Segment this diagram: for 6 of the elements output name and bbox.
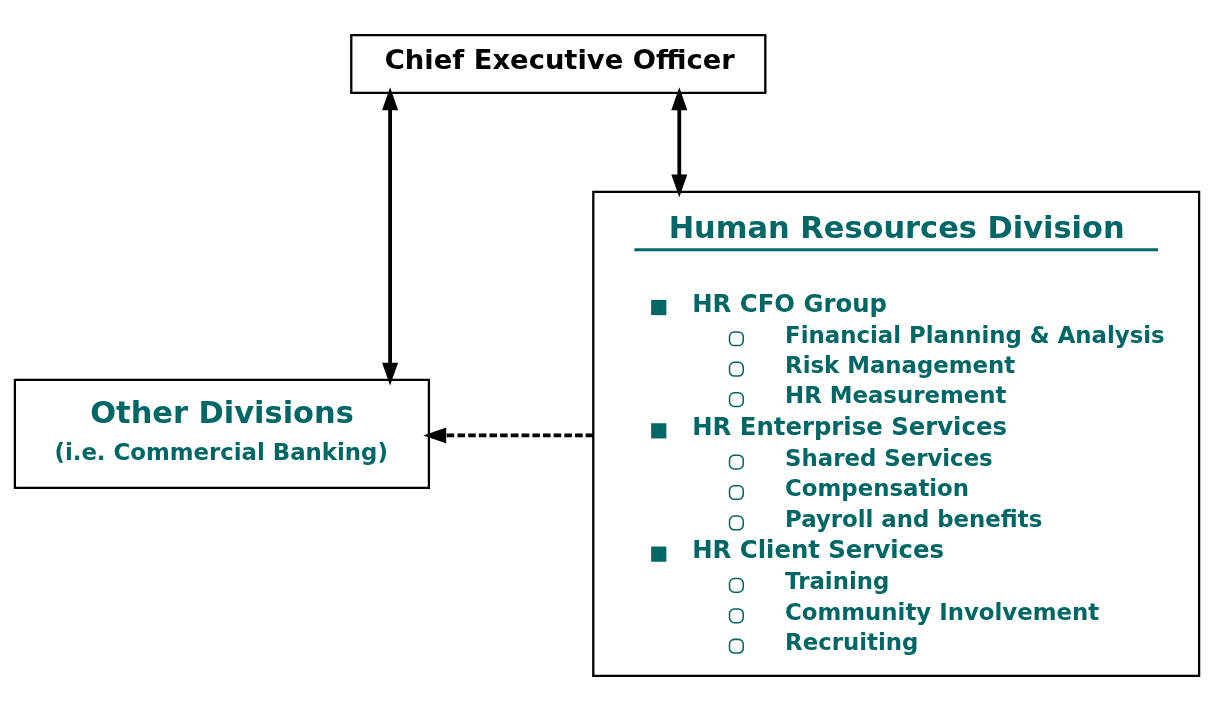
node-box: Chief Executive Officer xyxy=(350,33,767,94)
arrow xyxy=(671,86,688,197)
node-box: Other Divisions (i.e. Commercial Banking) xyxy=(13,378,431,489)
arrow xyxy=(382,86,399,386)
node-box: Human Resources Division HR CFO Group Financial Planning & Analysis Risk Management HR Measurement HR Enterprise Services Shared Services Compensation Payroll and benefits HR Client Services Training Community Involvement Recruiting xyxy=(592,190,1201,677)
arrow xyxy=(423,426,594,443)
